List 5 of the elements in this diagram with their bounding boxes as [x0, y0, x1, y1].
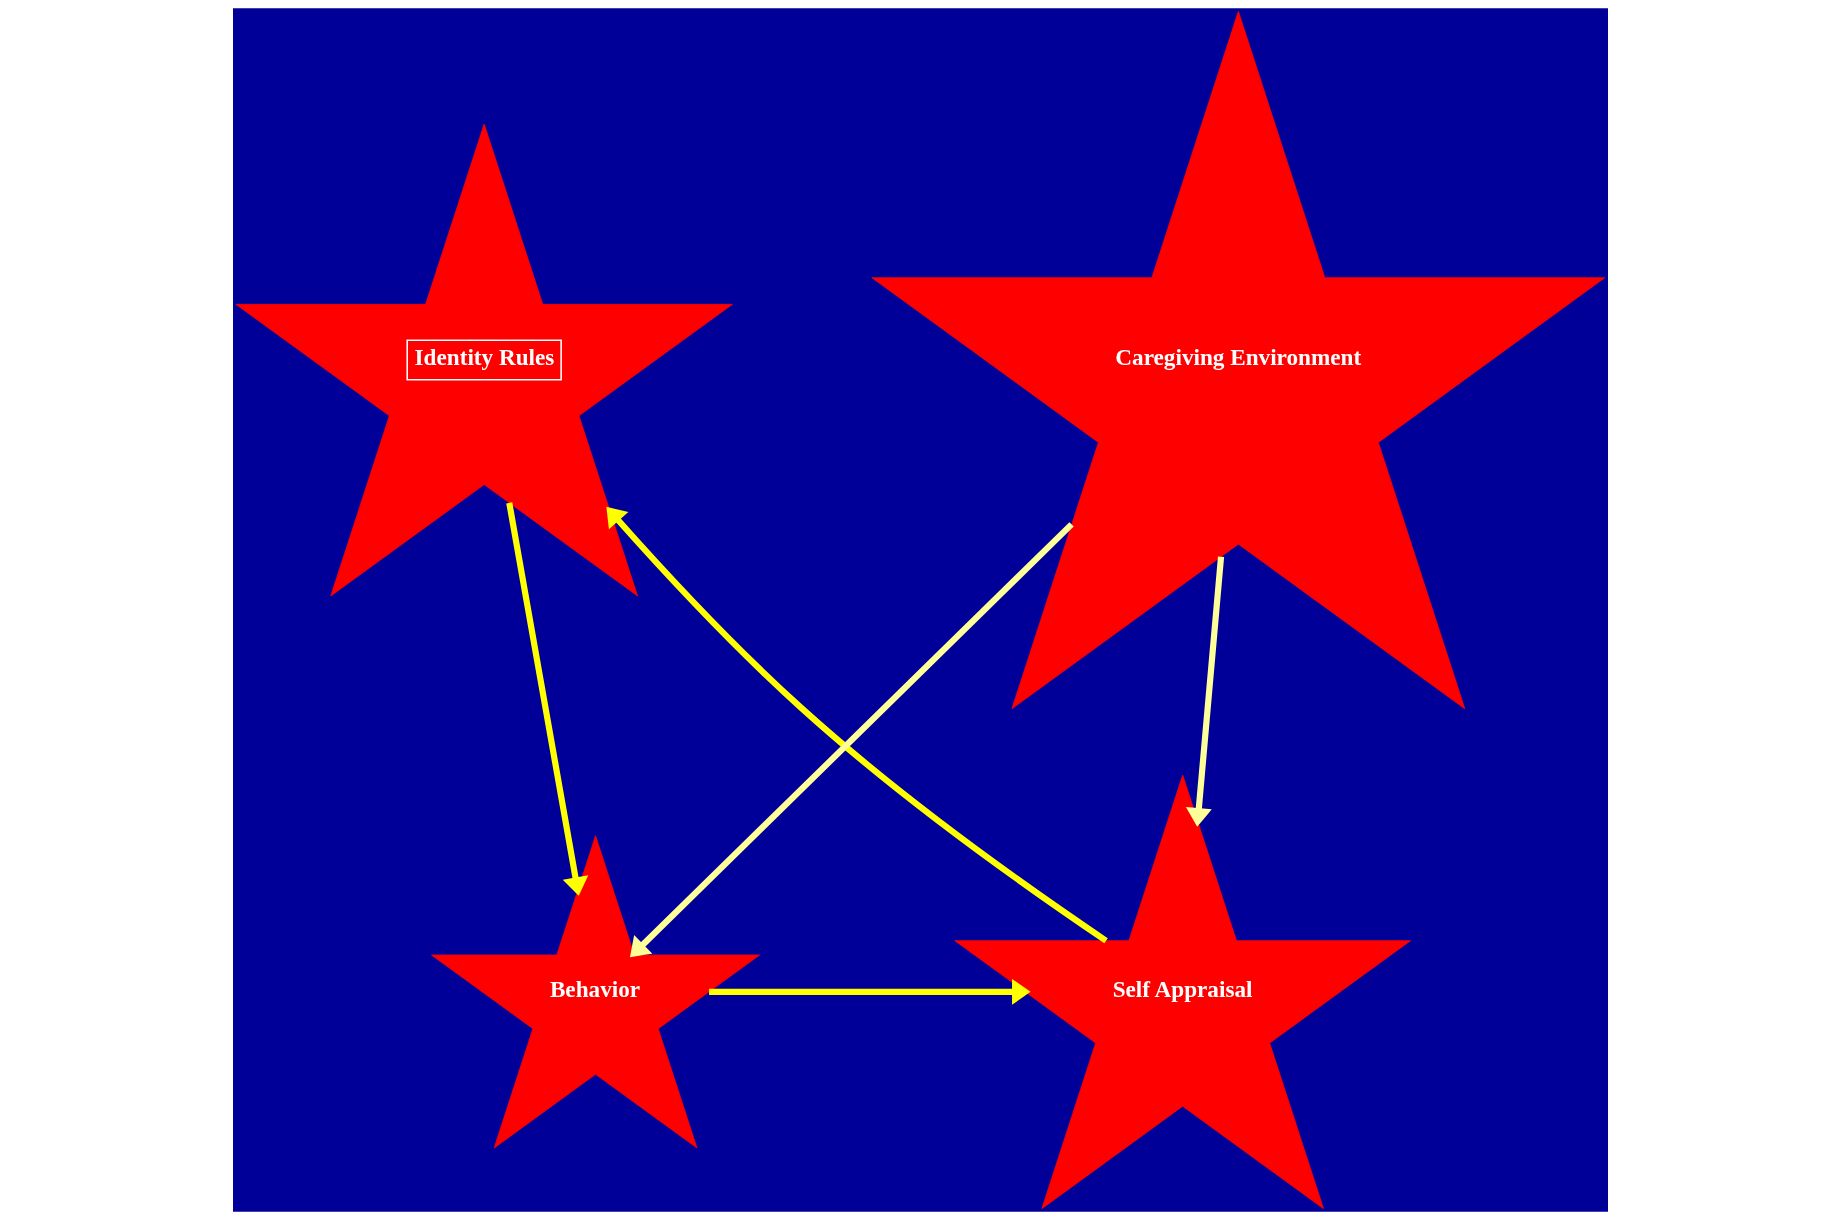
arrow [709, 978, 1031, 1005]
arrow [506, 502, 589, 896]
arrow [1185, 556, 1225, 827]
arrow [629, 522, 1074, 958]
arrow [606, 506, 1108, 944]
